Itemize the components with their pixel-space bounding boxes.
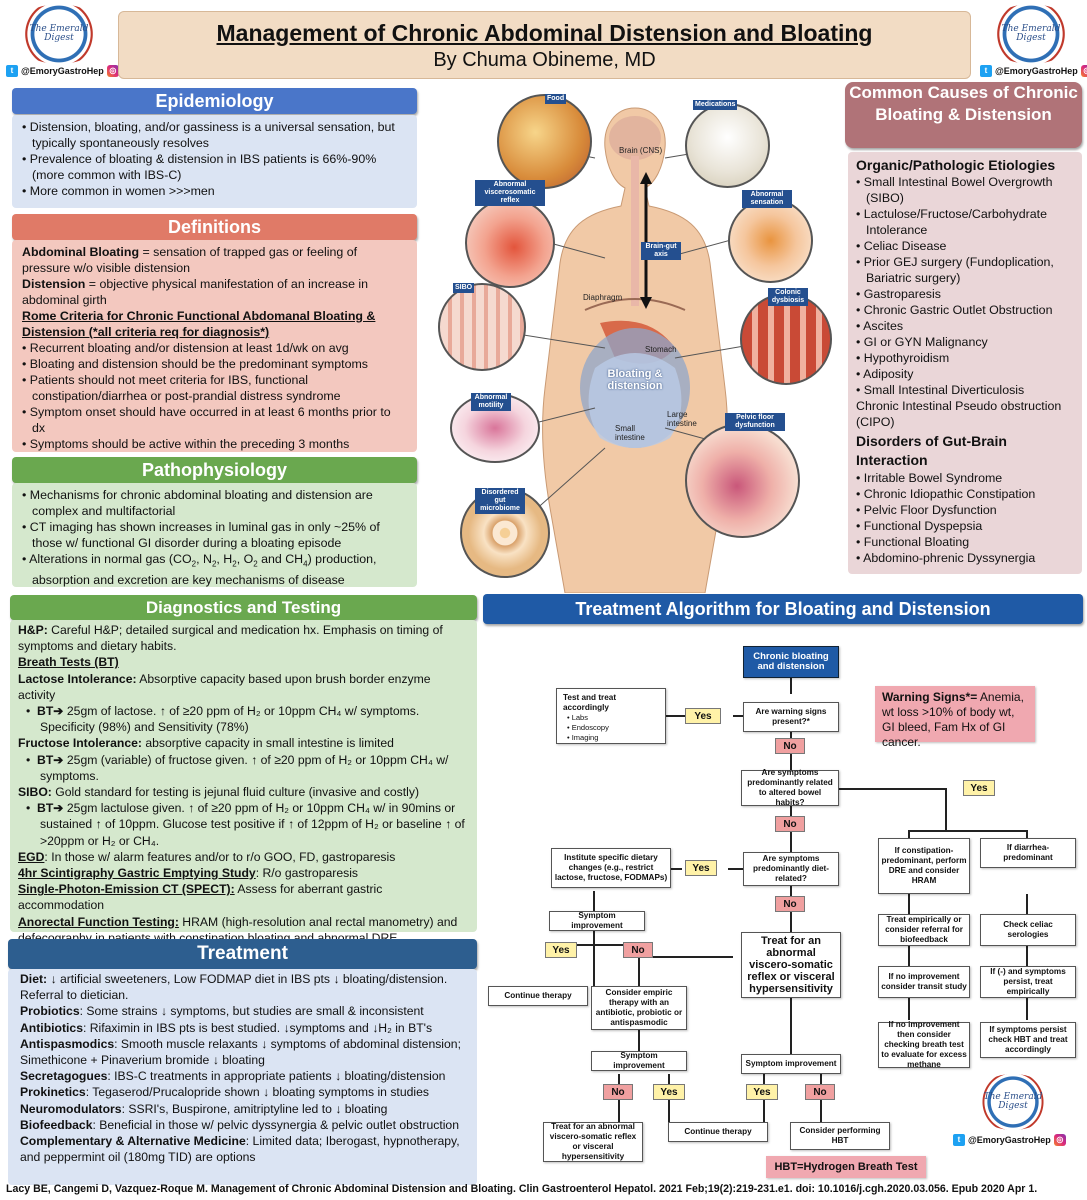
algo-start[interactable]: Chronic bloating and distension xyxy=(743,646,839,678)
page-title: Management of Chronic Abdominal Distensi… xyxy=(216,20,873,46)
bloating-illustration: Food Medications Brain (CNS) Abnormal vi… xyxy=(435,88,835,593)
algo-yes-improve-1: Yes xyxy=(545,942,577,958)
twitter-handle-bottom[interactable]: t@EmoryGastroHep◎ xyxy=(953,1134,1066,1146)
viscerosomatic-reflex-circle xyxy=(465,198,555,288)
instagram-icon: ◎ xyxy=(1080,65,1087,77)
algo-treat-small[interactable]: Treat for an abnormal viscero-somatic re… xyxy=(543,1122,643,1162)
algo-no-diet: No xyxy=(775,896,805,912)
algo-yes-bowel: Yes xyxy=(963,780,995,796)
abnormal-motility-label: Abnormal motility xyxy=(471,393,511,411)
sibo-circle xyxy=(438,283,526,371)
instagram-icon: ◎ xyxy=(106,65,119,77)
algo-yes-diet: Yes xyxy=(685,860,717,876)
algo-no-improve-2: No xyxy=(603,1084,633,1100)
abnormal-sensation-circle xyxy=(728,198,813,283)
pelvic-floor-label: Pelvic floor dysfunction xyxy=(725,413,785,431)
food-circle xyxy=(497,94,592,189)
algorithm-header: Treatment Algorithm for Bloating and Dis… xyxy=(483,594,1083,624)
definitions-panel: Abdominal Bloating = sensation of trappe… xyxy=(12,240,417,452)
algorithm-area: Chronic bloating and distension Are warn… xyxy=(483,626,1083,1181)
emerald-digest-logo-right: The Emerald Digest xyxy=(986,4,1076,64)
colonic-dysbiosis-circle xyxy=(740,293,832,385)
warning-signs-box: Warning Signs*= Anemia, wt loss >10% of … xyxy=(875,686,1035,749)
algo-consider-hbt[interactable]: Consider performing HBT xyxy=(790,1122,890,1150)
definitions-header: Definitions xyxy=(12,214,417,240)
algo-celiac[interactable]: Check celiac serologies xyxy=(980,914,1076,946)
viscerosomatic-reflex-label: Abnormal viscerosomatic reflex xyxy=(475,180,545,206)
hbt-legend: HBT=Hydrogen Breath Test xyxy=(766,1156,926,1178)
sibo-label: SIBO xyxy=(453,283,475,293)
pathophysiology-panel: • Mechanisms for chronic abdominal bloat… xyxy=(12,483,417,587)
algo-diet-change[interactable]: Institute specific dietary changes (e.g.… xyxy=(551,848,671,888)
pathophysiology-header: Pathophysiology xyxy=(12,457,417,483)
common-causes-header: Common Causes of Chronic Bloating & Dist… xyxy=(845,82,1082,148)
food-label: Food xyxy=(545,94,567,104)
algo-diarrhea[interactable]: If diarrhea-predominant xyxy=(980,838,1076,868)
algo-no-improve-3: No xyxy=(805,1084,835,1100)
stomach-label: Stomach xyxy=(645,345,677,354)
algo-symptom-improvement-1[interactable]: Symptom improvement xyxy=(549,911,645,931)
algo-continue-2[interactable]: Continue therapy xyxy=(668,1122,768,1142)
algo-continue-1[interactable]: Continue therapy xyxy=(488,986,588,1006)
twitter-icon: t xyxy=(953,1134,965,1146)
algo-warning-question[interactable]: Are warning signs present?* xyxy=(743,702,839,732)
algo-no-bowel: No xyxy=(775,816,805,832)
page-author: By Chuma Obineme, MD xyxy=(433,49,656,71)
abnormal-sensation-label: Abnormal sensation xyxy=(742,190,792,208)
body-silhouette xyxy=(479,107,791,593)
common-causes-panel: Organic/Pathologic Etiologies • Small In… xyxy=(848,152,1082,574)
diaphragm-label: Diaphragm xyxy=(583,293,623,302)
emerald-digest-logo-left: The Emerald Digest xyxy=(14,4,104,64)
medications-circle xyxy=(685,103,770,188)
organic-list: • Small Intestinal Bowel Overgrowth (SIB… xyxy=(856,175,1062,429)
algo-no-warning: No xyxy=(775,738,805,754)
brain-label: Brain (CNS) xyxy=(619,146,663,155)
algo-yes-improve-2: Yes xyxy=(653,1084,685,1100)
algo-symptom-improvement-3[interactable]: Symptom improvement xyxy=(741,1054,841,1074)
epidemiology-panel: • Distension, bloating, and/or gassiness… xyxy=(12,115,417,208)
algo-test-treat[interactable]: Test and treat accordingly • Labs • Endo… xyxy=(556,688,666,744)
algo-transit[interactable]: If no improvement consider transit study xyxy=(878,966,970,998)
algo-bowel-question[interactable]: Are symptoms predominantly related to al… xyxy=(741,768,839,807)
large-intestine-label: Large intestine xyxy=(667,410,697,428)
algo-methane[interactable]: If no improvement then consider checking… xyxy=(878,1020,970,1069)
small-intestine-label: Small intestine xyxy=(615,424,645,442)
twitter-handle-right[interactable]: t@EmoryGastroHep◎ xyxy=(980,65,1087,77)
algo-no-improve-1: No xyxy=(623,942,653,958)
algo-empiric[interactable]: Consider empiric therapy with an antibio… xyxy=(591,986,687,1030)
algo-yes-warning: Yes xyxy=(685,708,721,724)
epidemiology-header: Epidemiology xyxy=(12,88,417,114)
brain-gut-axis-label: Brain-gut axis xyxy=(641,242,681,260)
medications-label: Medications xyxy=(693,100,738,110)
twitter-icon: t xyxy=(980,65,992,77)
treatment-header: Treatment xyxy=(8,939,477,969)
diagnostics-panel: H&P: Careful H&P; detailed surgical and … xyxy=(10,620,477,945)
algo-hbt-treat[interactable]: If symptoms persist check HBT and treat … xyxy=(980,1022,1076,1058)
pelvic-floor-circle xyxy=(685,423,800,538)
twitter-icon: t xyxy=(6,65,18,77)
gut-microbiome-label: Disordered gut microbiome xyxy=(475,488,525,514)
dgbi-list: • Irritable Bowel Syndrome • Chronic Idi… xyxy=(856,471,1036,565)
diagnostics-header: Diagnostics and Testing xyxy=(10,595,477,620)
bloating-distension-label: Bloating & distension xyxy=(607,368,663,392)
instagram-icon: ◎ xyxy=(1053,1134,1066,1146)
algo-symptom-improvement-2[interactable]: Symptom improvement xyxy=(591,1051,687,1071)
algo-yes-improve-3: Yes xyxy=(746,1084,778,1100)
title-banner: Management of Chronic Abdominal Distensi… xyxy=(118,11,971,79)
algo-persist[interactable]: If (-) and symptoms persist, treat empir… xyxy=(980,966,1076,998)
algo-treat-big[interactable]: Treat for an abnormal viscero-somatic re… xyxy=(741,932,841,998)
algo-biofeedback[interactable]: Treat empirically or consider referral f… xyxy=(878,914,970,946)
colonic-dysbiosis-label: Colonic dysbiosis xyxy=(768,288,808,306)
treatment-panel: Diet: ↓ artificial sweeteners, Low FODMA… xyxy=(8,969,477,1185)
emerald-digest-logo-bottom: The Emerald Digest xyxy=(973,1074,1053,1130)
citation: Lacy BE, Cangemi D, Vazquez-Roque M. Man… xyxy=(6,1183,1038,1195)
algo-constipation[interactable]: If constipation-predominant, perform DRE… xyxy=(878,838,970,894)
twitter-handle-left[interactable]: t@EmoryGastroHep◎ xyxy=(6,65,119,77)
algo-diet-question[interactable]: Are symptoms predominantly diet-related? xyxy=(743,852,839,886)
